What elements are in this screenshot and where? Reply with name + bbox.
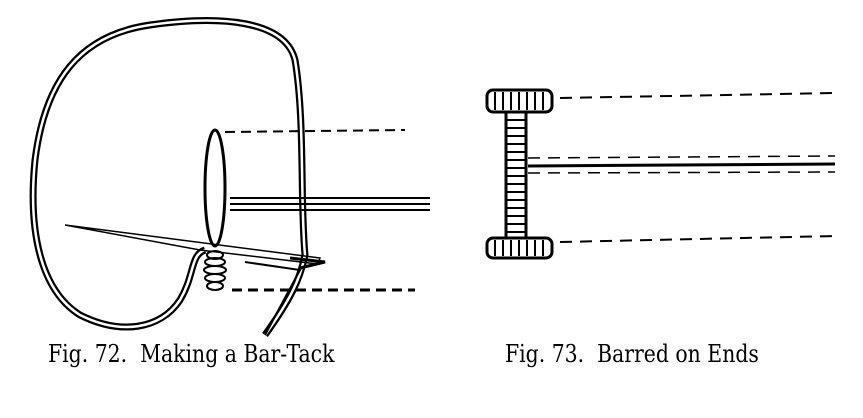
- thread-loop: [29, 17, 309, 338]
- slit-line: [527, 162, 836, 168]
- dashed-guide: [527, 155, 836, 159]
- bar-tack-coil: [203, 250, 227, 291]
- dashed-guide: [224, 129, 406, 133]
- fig-73-drawing: [485, 88, 836, 260]
- fabric-edge: [230, 197, 430, 211]
- dashed-guide: [559, 235, 836, 243]
- bottom-bar: [485, 236, 554, 260]
- stitch-loop: [203, 128, 227, 248]
- dashed-guide: [559, 92, 836, 99]
- fig-73-caption: Fig. 73. Barred on Ends: [505, 340, 759, 368]
- fig-72-drawing: [29, 17, 430, 338]
- fig-72-caption: Fig. 72. Making a Bar-Tack: [48, 340, 335, 368]
- dashed-guide: [527, 171, 836, 174]
